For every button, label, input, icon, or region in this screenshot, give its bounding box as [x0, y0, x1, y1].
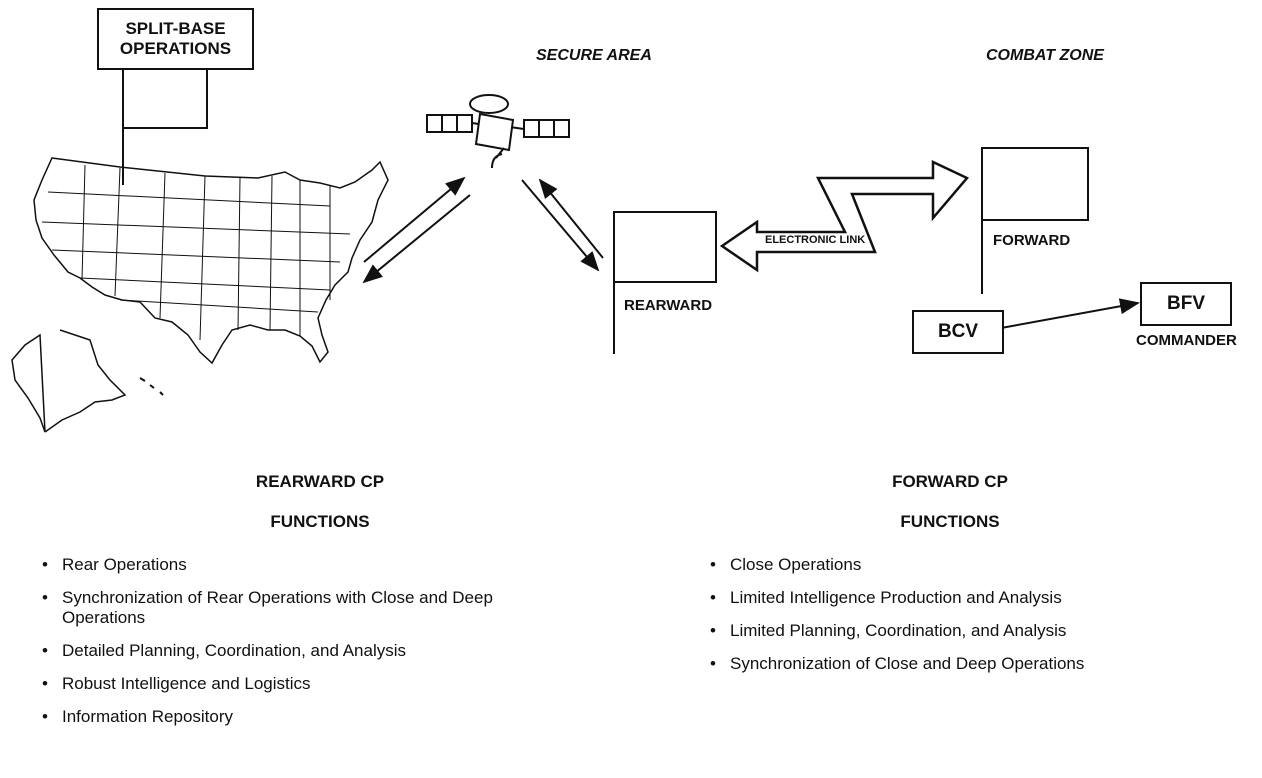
- rearward-label: REARWARD: [624, 297, 713, 314]
- rearward-cp-heading: REARWARD CP: [255, 472, 385, 491]
- combat-zone-label: COMBAT ZONE: [986, 47, 1104, 64]
- commander-label: COMMANDER: [1136, 332, 1237, 349]
- bfv-label: BFV: [1167, 293, 1205, 314]
- split-base-line2: OPERATIONS: [119, 39, 232, 58]
- forward-cp-heading: FORWARD CP: [892, 472, 1008, 491]
- electronic-link-arrow: [719, 160, 970, 273]
- rearward-functions-list: Rear Operations Synchronization of Rear …: [42, 555, 602, 740]
- list-item: Rear Operations: [42, 555, 602, 575]
- list-item: Information Repository: [42, 707, 602, 727]
- electronic-link-label: ELECTRONIC LINK: [765, 234, 866, 246]
- list-item: Detailed Planning, Coordination, and Ana…: [42, 641, 602, 661]
- link-arrows: [362, 176, 604, 284]
- secure-area-label: SECURE AREA: [536, 47, 652, 64]
- us-map: [11, 157, 389, 433]
- forward-label: FORWARD: [993, 232, 1071, 249]
- bfv-box: BFV: [1140, 282, 1232, 326]
- flag-split-base: [122, 65, 208, 185]
- bcv-to-bfv-arrow: [1000, 298, 1140, 329]
- forward-functions-list: Close Operations Limited Intelligence Pr…: [710, 555, 1250, 687]
- list-item: Synchronization of Rear Operations with …: [42, 588, 502, 628]
- split-base-line1: SPLIT-BASE: [125, 19, 226, 38]
- satellite-icon: [426, 94, 570, 169]
- list-item: Synchronization of Close and Deep Operat…: [710, 654, 1250, 674]
- list-item: Limited Intelligence Production and Anal…: [710, 588, 1250, 608]
- rearward-functions-heading: FUNCTIONS: [270, 512, 370, 531]
- bcv-label: BCV: [937, 321, 979, 342]
- flag-forward: [981, 147, 1089, 294]
- list-item: Close Operations: [710, 555, 1250, 575]
- forward-functions-heading: FUNCTIONS: [900, 512, 1000, 531]
- bcv-box: BCV: [912, 310, 1004, 354]
- list-item: Robust Intelligence and Logistics: [42, 674, 602, 694]
- list-item: Limited Planning, Coordination, and Anal…: [710, 621, 1250, 641]
- split-base-operations-box: SPLIT-BASE OPERATIONS: [97, 8, 254, 70]
- flag-rearward: [613, 211, 717, 354]
